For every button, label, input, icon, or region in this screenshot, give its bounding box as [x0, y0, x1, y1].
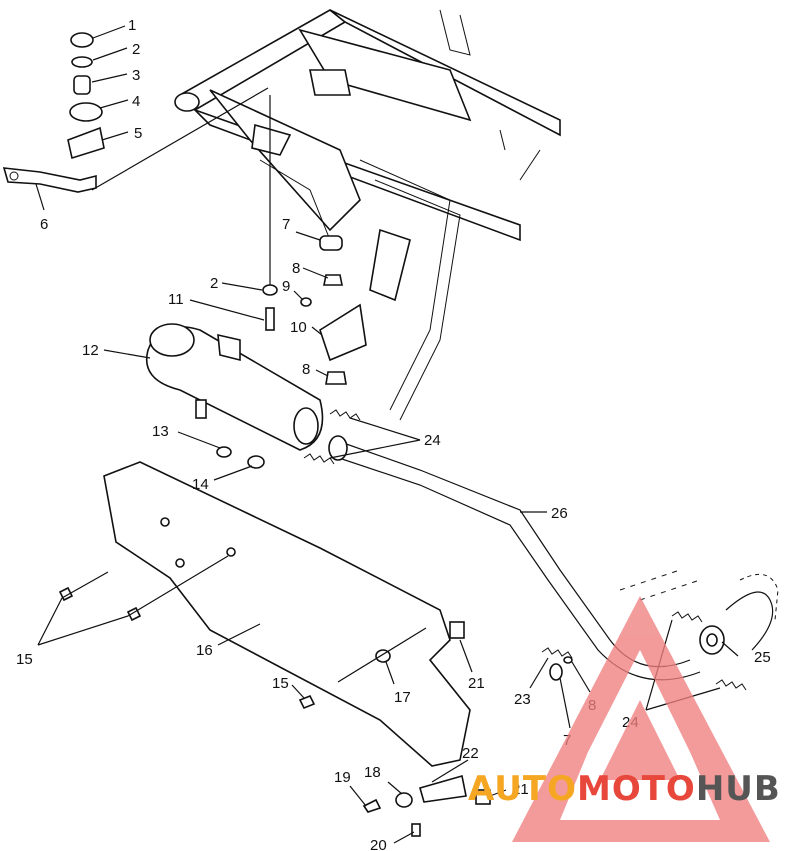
- callout-16: 16: [196, 642, 213, 659]
- callout-10: 10: [290, 319, 307, 336]
- callout-24: 24: [424, 432, 441, 449]
- watermark-text: AUTOMOTOHUB: [468, 769, 781, 809]
- callout-11: 11: [168, 291, 184, 308]
- callout-22: 22: [462, 745, 479, 762]
- callout-8b: 8: [302, 361, 310, 378]
- callout-2b: 2: [210, 275, 218, 292]
- heat-shield: [103, 461, 471, 767]
- callout-14: 14: [192, 476, 209, 493]
- callout-12: 12: [82, 342, 99, 359]
- bracket-assembly: [262, 95, 367, 385]
- callout-21b: 21: [512, 781, 529, 798]
- watermark-moto: MOTO: [577, 769, 696, 809]
- callout-18: 18: [364, 764, 381, 781]
- callout-13: 13: [152, 423, 169, 440]
- watermark-logo: [512, 596, 770, 842]
- muffler: [146, 323, 324, 469]
- callout-8: 8: [292, 260, 300, 277]
- leader-lines: [35, 25, 739, 844]
- callout-4: 4: [132, 93, 140, 110]
- callout-1: 1: [128, 17, 136, 34]
- mount-hardware-stack: [2, 32, 269, 193]
- callout-25: 25: [754, 649, 771, 666]
- watermark-triangle-icon: [512, 596, 770, 842]
- callout-21: 21: [468, 675, 485, 692]
- callout-9: 9: [282, 278, 290, 295]
- callout-20: 20: [370, 837, 387, 851]
- callout-15: 15: [16, 651, 33, 668]
- callout-6: 6: [40, 216, 48, 233]
- pipe-end-parts: [541, 573, 779, 691]
- callout-26: 26: [551, 505, 568, 522]
- callout-labels: 1 2 3 4 5 6 7 8 2 9 11 10 12 8 13 24 14 …: [16, 17, 771, 851]
- callout-2: 2: [132, 41, 140, 58]
- callout-15b: 15: [272, 675, 289, 692]
- callout-5: 5: [134, 125, 142, 142]
- callout-3: 3: [132, 67, 140, 84]
- callout-23: 23: [514, 691, 531, 708]
- watermark-auto: AUTO: [468, 769, 577, 809]
- shield-hardware: [58, 586, 491, 837]
- callout-19: 19: [334, 769, 351, 786]
- frame-assembly: [174, 9, 561, 421]
- callout-17: 17: [394, 689, 411, 706]
- callout-7: 7: [282, 216, 290, 233]
- watermark-hub: HUB: [696, 769, 781, 809]
